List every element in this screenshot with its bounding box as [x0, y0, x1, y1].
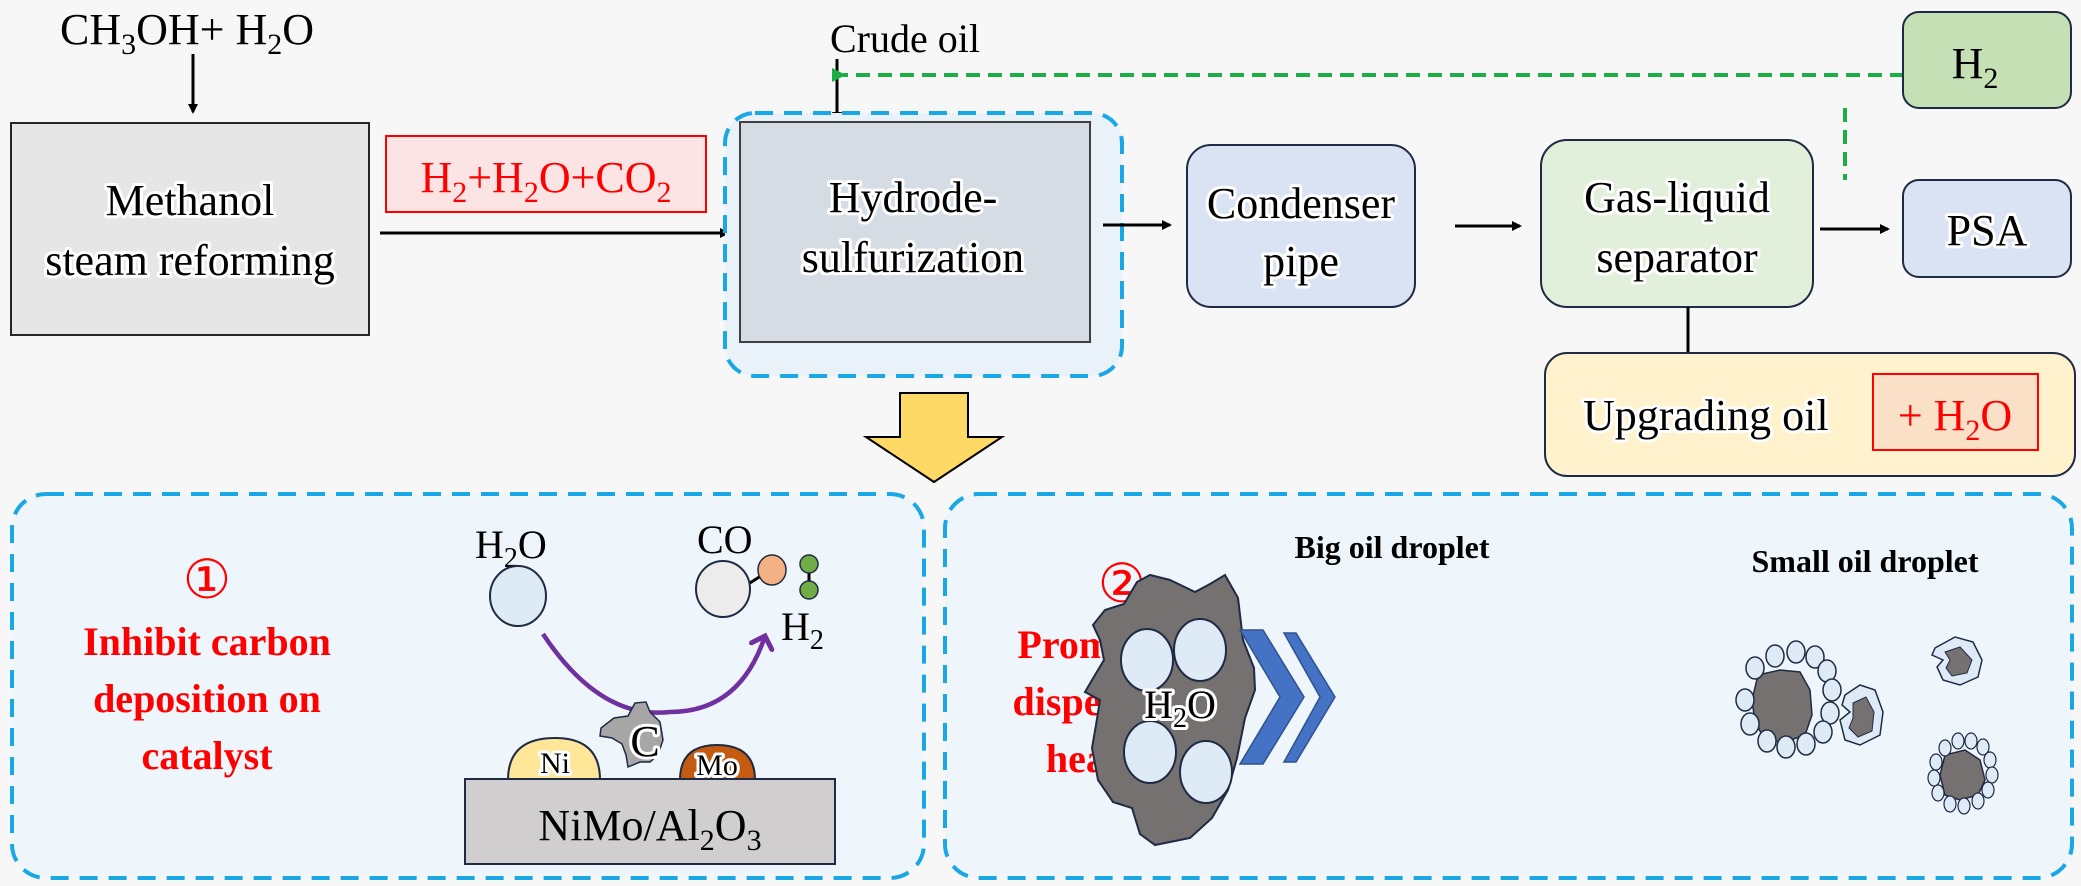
upgrading-oil-box: Upgrading oil + H2O: [1544, 352, 2076, 477]
psa-label: PSA: [1947, 206, 2028, 255]
catalyst-support-label: NiMo/Al2O3: [538, 801, 761, 857]
reaction-arc-arrow: [541, 634, 765, 715]
h2-molecule-atom-bottom: [799, 580, 819, 600]
big-droplet-h2o-label: H2O: [1144, 682, 1216, 734]
small-oil-droplet: [1927, 732, 1999, 815]
condenser-pipe-box: Condenser pipe: [1186, 144, 1416, 308]
chevron-arrow-icon: [1282, 632, 1336, 763]
hydrodesulfurization-box: Hydrode- sulfurization: [739, 121, 1091, 343]
co-molecule-label: CO: [697, 517, 753, 562]
mo-label: Mo: [696, 749, 738, 782]
h2-molecule-atom-top: [799, 554, 819, 574]
methanol-feed-label: CH3OH+ H2O: [60, 5, 314, 61]
water-droplet: [1173, 618, 1227, 682]
carbon-deposit: [599, 701, 664, 769]
water-droplet: [1179, 740, 1233, 804]
svg-text:H2: H2: [1952, 39, 1999, 95]
h2-molecule-label: H2: [781, 604, 824, 656]
small-oil-droplet: [1839, 684, 1884, 746]
water-droplet: [1120, 628, 1174, 692]
panel1-title-line2: deposition on: [93, 676, 321, 721]
methanol-steam-reforming-box: Methanol steam reforming: [10, 122, 370, 336]
small-oil-droplet: [1735, 640, 1842, 759]
separator-line2: separator: [1596, 233, 1758, 282]
yellow-down-arrow: [862, 392, 1006, 484]
small-oil-droplet: [1931, 636, 1983, 686]
small-oil-droplet-label: Small oil droplet: [1752, 543, 1979, 579]
panel1-title-line3: catalyst: [141, 733, 273, 778]
water-droplet: [1123, 720, 1177, 784]
ni-label: Ni: [540, 747, 570, 780]
chevron-arrow-icon: [1238, 629, 1305, 765]
svg-text:H2+H2O+CO2: H2+H2O+CO2: [420, 153, 671, 209]
msr-line1: Methanol: [106, 176, 275, 225]
separator-line1: Gas-liquid: [1584, 173, 1770, 222]
water-tag: [1872, 373, 2039, 451]
h2-product-box: H2: [1902, 11, 2072, 109]
msr-line2: steam reforming: [45, 236, 335, 285]
svg-text:+ H2O: + H2O: [1898, 391, 2012, 447]
gas-liquid-separator-box: Gas-liquid separator: [1540, 139, 1814, 308]
upgrading-oil-label: Upgrading oil: [1583, 391, 1829, 440]
hds-line1: Hydrode-: [829, 173, 998, 222]
reformate-gas-label: H2+H2O+CO2: [385, 135, 707, 213]
condenser-line1: Condenser: [1207, 179, 1396, 228]
catalyst-support: [464, 778, 836, 865]
panel1-number: ①: [183, 550, 231, 610]
mo-particle: [678, 743, 757, 781]
big-oil-droplet-label: Big oil droplet: [1295, 529, 1490, 565]
co-molecule-oxygen-atom: [757, 554, 787, 586]
ni-particle: [506, 736, 602, 781]
psa-box: PSA: [1902, 179, 2072, 278]
co-molecule-carbon-atom: [695, 560, 751, 618]
panel1-title-line1: Inhibit carbon: [83, 619, 331, 664]
hds-line2: sulfurization: [802, 233, 1024, 282]
carbon-label: C: [630, 717, 659, 766]
condenser-line2: pipe: [1263, 237, 1339, 286]
crude-oil-label: Crude oil: [830, 16, 980, 61]
h2o-molecule: [489, 565, 547, 627]
